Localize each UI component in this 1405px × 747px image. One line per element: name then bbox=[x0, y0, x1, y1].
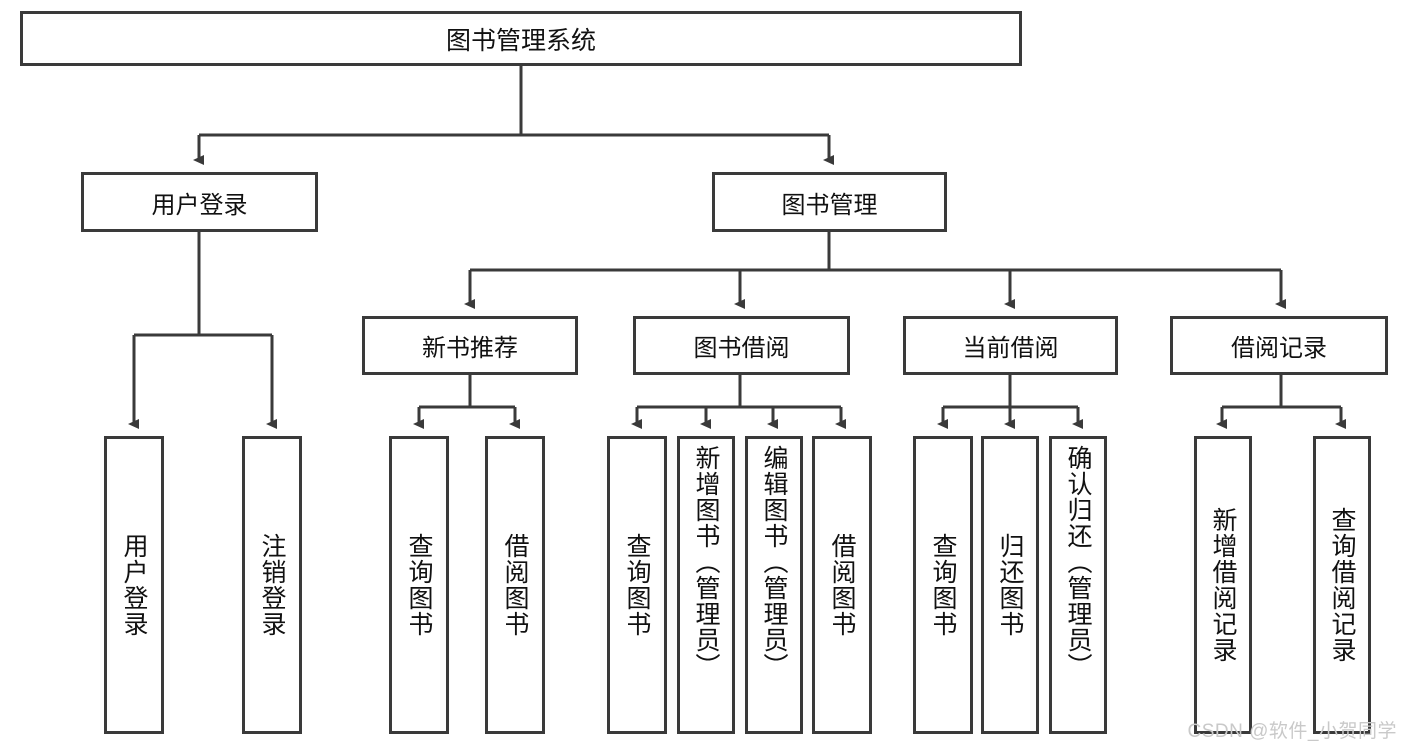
leaf-current-borrow-query-book[interactable]: 查询图书 bbox=[913, 436, 973, 734]
node-book-borrow[interactable]: 图书借阅 bbox=[633, 316, 850, 375]
node-book-management-label: 图书管理 bbox=[781, 191, 878, 219]
leaf-current-borrow-return-book[interactable]: 归还图书 bbox=[981, 436, 1039, 734]
leaf-label: 借阅图书 bbox=[828, 533, 856, 637]
node-book-management[interactable]: 图书管理 bbox=[712, 172, 947, 232]
node-current-borrow[interactable]: 当前借阅 bbox=[903, 316, 1118, 375]
node-user-login-label: 用户登录 bbox=[151, 191, 248, 219]
leaf-new-book-query-book[interactable]: 查询图书 bbox=[389, 436, 449, 734]
leaf-label: 借阅图书 bbox=[501, 533, 529, 637]
leaf-label: 注销登录 bbox=[258, 533, 286, 637]
node-root-book-management-system[interactable]: 图书管理系统 bbox=[20, 11, 1022, 66]
leaf-label: 查询图书 bbox=[405, 533, 433, 637]
leaf-label: 查询图书 bbox=[929, 533, 957, 637]
csdn-watermark: CSDN @软件_小贺同学 bbox=[1187, 721, 1397, 742]
node-new-book-recommend[interactable]: 新书推荐 bbox=[362, 316, 578, 375]
leaf-label: 编辑图书（管理员） bbox=[760, 445, 788, 679]
node-user-login[interactable]: 用户登录 bbox=[81, 172, 318, 232]
node-current-borrow-label: 当前借阅 bbox=[962, 335, 1059, 362]
node-new-book-recommend-label: 新书推荐 bbox=[422, 335, 518, 362]
leaf-book-borrow-query-book[interactable]: 查询图书 bbox=[607, 436, 667, 734]
leaf-label: 查询图书 bbox=[623, 533, 651, 637]
leaf-label: 用户登录 bbox=[120, 533, 148, 637]
leaf-label: 归还图书 bbox=[996, 533, 1024, 637]
leaf-book-borrow-add-book-admin[interactable]: 新增图书（管理员） bbox=[677, 436, 735, 734]
node-root-label: 图书管理系统 bbox=[445, 26, 596, 55]
leaf-label: 新增图书（管理员） bbox=[692, 445, 720, 679]
leaf-user-login-login[interactable]: 用户登录 bbox=[104, 436, 164, 734]
leaf-label: 查询借阅记录 bbox=[1328, 507, 1356, 663]
leaf-borrow-record-query-record[interactable]: 查询借阅记录 bbox=[1313, 436, 1371, 734]
node-borrow-record[interactable]: 借阅记录 bbox=[1170, 316, 1388, 375]
leaf-label: 新增借阅记录 bbox=[1209, 507, 1237, 663]
leaf-borrow-record-add-record[interactable]: 新增借阅记录 bbox=[1194, 436, 1252, 734]
leaf-book-borrow-edit-book-admin[interactable]: 编辑图书（管理员） bbox=[745, 436, 803, 734]
leaf-user-login-logout[interactable]: 注销登录 bbox=[242, 436, 302, 734]
leaf-book-borrow-borrow-book[interactable]: 借阅图书 bbox=[812, 436, 872, 734]
leaf-current-borrow-confirm-return-admin[interactable]: 确认归还（管理员） bbox=[1049, 436, 1107, 734]
leaf-new-book-borrow-book[interactable]: 借阅图书 bbox=[485, 436, 545, 734]
node-borrow-record-label: 借阅记录 bbox=[1231, 335, 1327, 362]
leaf-label: 确认归还（管理员） bbox=[1064, 445, 1092, 679]
node-book-borrow-label: 图书借阅 bbox=[693, 335, 790, 362]
